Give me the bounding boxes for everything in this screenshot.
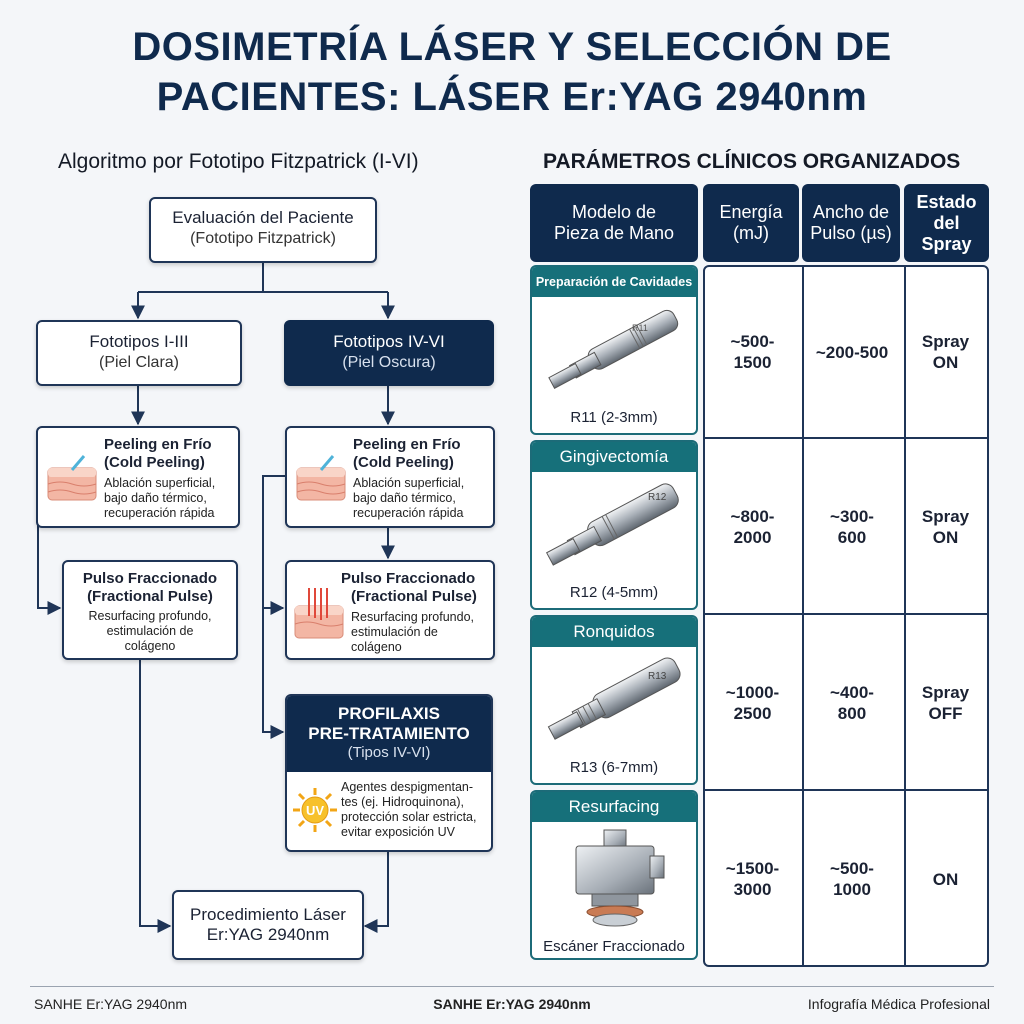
footer-center: SANHE Er:YAG 2940nm <box>433 996 591 1012</box>
prophylaxis-subtitle: (Tipos IV-VI) <box>347 744 431 761</box>
prophylaxis-header: PROFILAXIS PRE-TRATAMIENTO (Tipos IV-VI) <box>287 696 491 772</box>
skin-laser-icon <box>296 455 346 501</box>
header-pulse: Ancho de Pulso (µs) <box>802 184 900 262</box>
prophylaxis-box: PROFILAXIS PRE-TRATAMIENTO (Tipos IV-VI)… <box>285 694 493 852</box>
params-heading: PARÁMETROS CLÍNICOS ORGANIZADOS <box>543 150 961 173</box>
handpiece-icon: R12 <box>545 483 679 566</box>
connector-lfrac-to-procedure <box>139 660 172 933</box>
cold-peeling-title-dark: Peeling en Frío <box>353 436 461 453</box>
cold-peeling-desc-dark: Ablación superficial, bajo daño térmico,… <box>353 476 465 520</box>
dark-skin-box: Fototipos IV-VI (Piel Oscura) <box>284 320 494 386</box>
sun-uv-icon: UV <box>293 788 337 832</box>
fractional-desc-dark: Resurfacing profundo, estimulación de co… <box>351 610 474 654</box>
pulse-cell: ~300- 600 <box>830 507 874 547</box>
dark-skin-subtitle: (Piel Oscura) <box>342 354 436 371</box>
connector-side-to-prophylaxis <box>262 608 285 739</box>
connector-eval-split <box>138 262 388 293</box>
svg-text:R11: R11 <box>632 323 648 333</box>
cold-peeling-desc-light: Ablación superficial, bajo daño térmico,… <box>104 476 216 520</box>
evaluation-subtitle: (Fototipo Fitzpatrick) <box>190 230 336 247</box>
dark-skin-title: Fototipos IV-VI <box>333 332 445 351</box>
parameter-grid <box>703 265 989 967</box>
connector-rpeel-side <box>262 475 285 615</box>
light-skin-title: Fototipos I-III <box>89 332 189 351</box>
fractional-subtitle-dark: (Fractional Pulse) <box>351 588 477 605</box>
fractional-subtitle-light: (Fractional Pulse) <box>87 588 213 605</box>
handpiece-icon: R13 <box>547 657 681 740</box>
fractional-desc-light: Resurfacing profundo, estimulación de co… <box>88 609 212 653</box>
svg-text:R12: R12 <box>648 492 667 503</box>
cold-peeling-subtitle-dark: (Cold Peeling) <box>353 454 454 471</box>
category-label: Preparación de Cavidades <box>532 267 696 297</box>
procedure-line-2: Er:YAG 2940nm <box>206 925 330 944</box>
evaluation-box: Evaluación del Paciente (Fototipo Fitzpa… <box>149 197 377 263</box>
title-line-1: DOSIMETRÍA LÁSER Y SELECCIÓN DE <box>132 25 892 69</box>
cold-peeling-title-light: Peeling en Frío <box>104 436 212 453</box>
fractional-box-light: Pulso Fraccionado (Fractional Pulse) Res… <box>62 560 238 660</box>
pulse-cell: ~400- 800 <box>830 683 874 723</box>
spray-cell: ON <box>932 869 959 889</box>
evaluation-title: Evaluación del Paciente <box>172 208 354 227</box>
category-label: Ronquidos <box>532 617 696 647</box>
handpiece-icon: R11 <box>548 309 679 389</box>
handpiece-label: R12 (4-5mm) <box>569 584 659 601</box>
cold-peeling-subtitle-light: (Cold Peeling) <box>104 454 205 471</box>
fractional-title-light: Pulso Fraccionado <box>82 570 218 587</box>
energy-cell: ~1000- 2500 <box>725 683 780 723</box>
energy-cell: ~500- 1500 <box>730 332 775 372</box>
uv-label: UV <box>306 803 324 818</box>
spray-cell: Spray ON <box>921 507 970 547</box>
scanner-icon <box>575 829 665 927</box>
header-energy: Energía (mJ) <box>703 184 799 262</box>
light-skin-subtitle: (Piel Clara) <box>98 354 179 371</box>
prophylaxis-desc: Agentes despigmentan- tes (ej. Hidroquin… <box>341 780 477 839</box>
procedure-box: Procedimiento Láser Er:YAG 2940nm <box>172 890 364 960</box>
energy-cell: ~1500- 3000 <box>725 859 780 899</box>
procedure-line-1: Procedimiento Láser <box>190 905 346 924</box>
energy-cell: ~800- 2000 <box>730 507 775 547</box>
skin-fractional-icon <box>294 588 344 639</box>
fractional-box-dark: Pulso Fraccionado (Fractional Pulse) Res… <box>285 560 495 660</box>
svg-text:R13: R13 <box>648 671 667 682</box>
light-skin-box: Fototipos I-III (Piel Clara) <box>36 320 242 386</box>
handpiece-label: R11 (2-3mm) <box>570 409 658 426</box>
connector-prophylaxis-to-procedure <box>363 852 389 933</box>
footer-divider <box>30 986 994 987</box>
category-label: Gingivectomía <box>532 442 696 472</box>
prophylaxis-title-2: PRE-TRATAMIENTO <box>308 724 470 743</box>
prophylaxis-title-1: PROFILAXIS <box>337 704 440 723</box>
handpiece-label: R13 (6-7mm) <box>569 759 659 776</box>
handpiece-card-scanner: Resurfacing Escáner Fraccionado <box>530 790 698 960</box>
title-line-2: PACIENTES: LÁSER Er:YAG 2940nm <box>156 75 868 119</box>
handpiece-card-r12: Gingivectomía R12 R12 (4-5mm) <box>530 440 698 610</box>
footer-left: SANHE Er:YAG 2940nm <box>34 996 188 1012</box>
page-title: DOSIMETRÍA LÁSER Y SELECCIÓN DE PACIENTE… <box>0 22 1024 122</box>
header-model: Modelo de Pieza de Mano <box>530 184 698 262</box>
fractional-title-dark: Pulso Fraccionado <box>341 570 476 587</box>
category-label: Resurfacing <box>532 792 696 822</box>
handpiece-label: Escáner Fraccionado <box>543 938 685 955</box>
spray-cell: Spray OFF <box>921 683 970 723</box>
header-spray: Estado del Spray <box>904 184 989 262</box>
spray-cell: Spray ON <box>921 332 970 372</box>
cold-peeling-box-light: Peeling en Frío (Cold Peeling) Ablación … <box>36 426 240 528</box>
pulse-cell: ~200-500 <box>815 342 889 362</box>
cold-peeling-box-dark: Peeling en Frío (Cold Peeling) Ablación … <box>285 426 495 528</box>
algorithm-heading: Algoritmo por Fototipo Fitzpatrick (I-VI… <box>58 150 419 173</box>
footer-right: Infografía Médica Profesional <box>807 996 990 1012</box>
skin-laser-icon <box>47 455 97 501</box>
connector-lpeel-to-frac <box>37 520 62 615</box>
handpiece-card-r11: Preparación de Cavidades R11 R11 (2-3mm) <box>530 265 698 435</box>
handpiece-card-r13: Ronquidos R13 R13 (6-7mm) <box>530 615 698 785</box>
pulse-cell: ~500- 1000 <box>830 859 874 899</box>
